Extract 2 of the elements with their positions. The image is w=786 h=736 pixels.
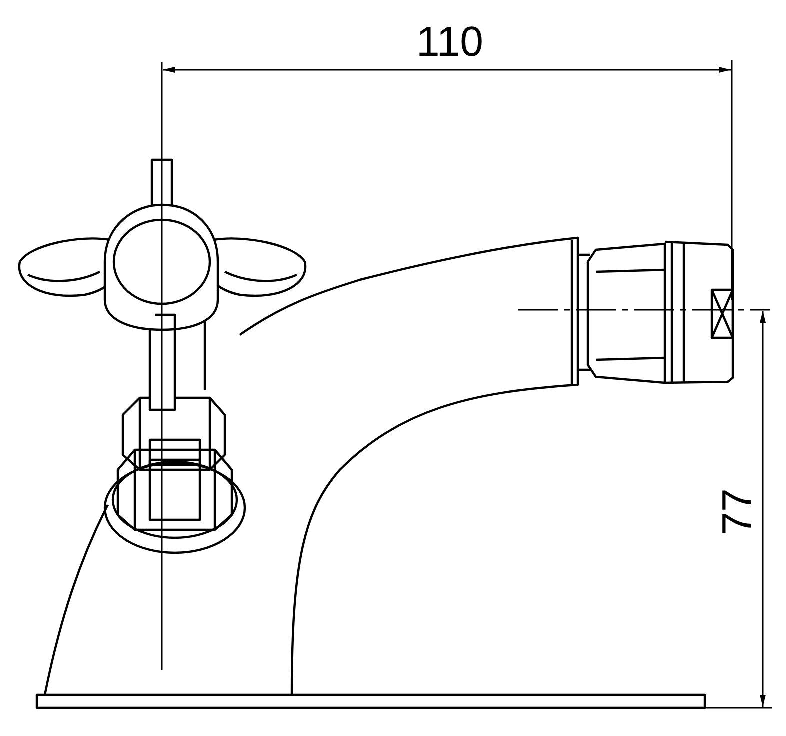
dimension-value: 110 [416, 21, 484, 63]
dimension-value: 77 [716, 488, 758, 536]
